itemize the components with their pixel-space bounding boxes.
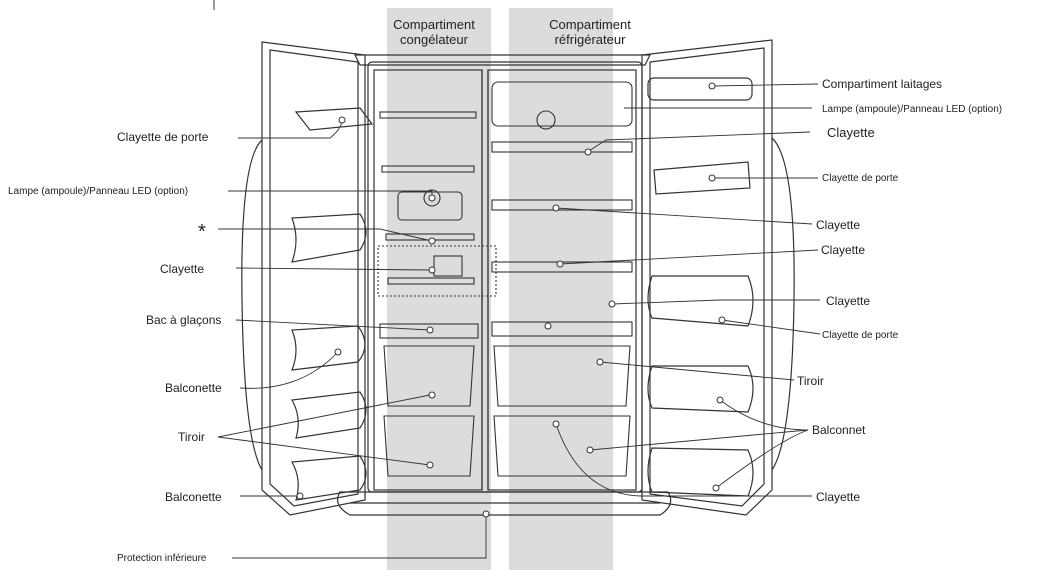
freezer-compartment-label: Compartiment congélateur xyxy=(393,17,475,47)
label-shelf-right-5: Clayette xyxy=(816,490,861,504)
label-dairy-compartment: Compartiment laitages xyxy=(822,77,943,91)
label-door-shelf-left: Clayette de porte xyxy=(117,130,209,144)
label-shelf-left: Clayette xyxy=(160,262,205,276)
label-lamp-right: Lampe (ampoule)/Panneau LED (option) xyxy=(822,104,1003,115)
label-bottom-guard: Protection inférieure xyxy=(117,553,207,564)
label-balconette-1: Balconette xyxy=(165,381,222,395)
label-balcony: Balconnet xyxy=(812,423,866,437)
label-drawer-left: Tiroir xyxy=(178,430,205,444)
label-drawer-right: Tiroir xyxy=(797,374,824,388)
label-door-shelf-right-2: Clayette de porte xyxy=(822,330,899,341)
fridge-interior xyxy=(491,81,633,477)
fridge-compartment-label: Compartiment réfrigérateur xyxy=(549,17,631,47)
label-shelf-right-2: Clayette xyxy=(816,218,861,232)
label-ice-tray: Bac à glaçons xyxy=(146,313,222,327)
label-asterisk: * xyxy=(198,221,206,243)
label-shelf-right-3: Clayette xyxy=(821,243,866,257)
label-balconette-2: Balconette xyxy=(165,490,222,504)
left-door xyxy=(241,41,374,516)
label-door-shelf-right-1: Clayette de porte xyxy=(822,173,899,184)
label-lamp-left: Lampe (ampoule)/Panneau LED (option) xyxy=(8,186,189,197)
label-shelf-right-1: Clayette xyxy=(827,125,875,140)
label-shelf-right-4: Clayette xyxy=(826,294,871,308)
